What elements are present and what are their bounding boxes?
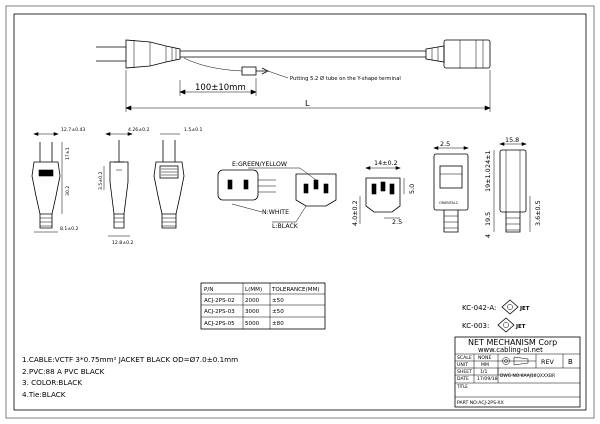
note-pvc: 2.PVC:88 A PVC BLACK xyxy=(22,366,105,376)
plug-dim-cable: 12.8±0.2 xyxy=(112,240,133,246)
cert-1-label: KC-042-A: xyxy=(462,304,496,312)
scale-label: SCALE xyxy=(457,355,472,361)
part-number: PART NO:ACJ-2PS-XX xyxy=(457,400,504,406)
plug-front-mark xyxy=(38,169,54,177)
plug-dim-pin: 1.5±0.1 xyxy=(184,127,203,133)
ground-wire xyxy=(183,57,243,72)
unit-label: UNIT xyxy=(457,362,468,368)
sheet-value: 1/1 xyxy=(480,369,487,375)
conn-dim-side: 2.5 xyxy=(440,140,450,148)
spec-row-3-pn: ACJ-2PS-05 xyxy=(204,321,235,327)
spec-row-3-tolerance: ±80 xyxy=(272,321,284,327)
spec-row-1-length: 2000 xyxy=(245,298,260,304)
conn-dim-relief: 3.6±0.5 xyxy=(534,200,542,226)
plug-dim-width: 12.7±0.43 xyxy=(61,127,85,133)
plug-dim-thickness: 3.5±0.2 xyxy=(98,171,104,190)
wire-neutral-label: N:WHITE xyxy=(262,209,289,216)
wire-line-label: L:BLACK xyxy=(272,223,299,230)
plug-dim-base: 8.1±0.2 xyxy=(60,226,79,232)
conn-dim-spacing: 2.5 xyxy=(392,218,402,226)
company-name: NET MECHANISM Corp xyxy=(468,338,557,347)
cert-1-mark: JET xyxy=(519,306,530,312)
spec-table xyxy=(200,282,326,330)
conn-dim-height: 5.0 xyxy=(408,184,416,194)
plug-dim-prong: 17±1 xyxy=(65,147,71,160)
date-label: DATE xyxy=(457,376,469,382)
y-terminal-tube xyxy=(241,66,257,76)
wiring-connector-face xyxy=(295,173,337,207)
connector-front-view xyxy=(359,166,405,224)
connector-profile-view xyxy=(493,142,531,233)
spec-header-tolerance: TOLERANCE(MM) xyxy=(271,287,320,293)
inner-frame xyxy=(13,13,587,411)
conn-dim-profile-width: 15.8 xyxy=(505,136,519,144)
rev-label: REV xyxy=(541,358,554,366)
outer-frame xyxy=(5,5,595,419)
plug-side-view xyxy=(103,132,133,237)
connector-body-top xyxy=(443,39,491,69)
cert-2-label: KC-003: xyxy=(462,322,489,330)
unit-value: MM xyxy=(481,362,489,368)
connector-side-view xyxy=(433,146,469,233)
spec-row-2-tolerance: ±50 xyxy=(272,309,284,315)
spec-row-2-pn: ACJ-2PS-03 xyxy=(204,309,235,315)
note-tie: 4.Tie:BLACK xyxy=(22,389,66,399)
title-block xyxy=(454,336,581,408)
rev-value: B xyxy=(568,358,573,366)
spec-row-1-tolerance: ±50 xyxy=(272,298,284,304)
notes-list: 1.CABLE:VCTF 3*0.75mm² JACKET BLACK OD=Ø… xyxy=(22,354,238,400)
projection-symbol-icon xyxy=(502,356,529,366)
spec-header-pn: P/N xyxy=(204,287,213,293)
wire-ground-label: E:GREEN/YELLOW xyxy=(232,161,287,168)
cert-2-mark: JET xyxy=(515,324,526,330)
cord-top-view xyxy=(96,39,491,112)
scale-value: NONE xyxy=(478,355,491,361)
tube-note: Putting 5.2 Ø tube on the Y-shape termin… xyxy=(290,75,401,82)
plug-dim-side: 4.26±0.2 xyxy=(128,127,149,133)
conn-dim-pin-offset: 4.0±0.2 xyxy=(351,200,359,226)
cert-1-diamond-icon xyxy=(501,299,519,315)
title-label: TITLE xyxy=(456,384,468,389)
conn-dim-width: 14±0.2 xyxy=(374,159,398,167)
company-website: www.cabling-ol.net xyxy=(478,346,543,354)
conn-dim-overall: 24±1 xyxy=(484,150,492,168)
cert-2-diamond-icon xyxy=(497,317,515,333)
wiring-schematic xyxy=(217,167,337,223)
spec-header-length: L(MM) xyxy=(245,287,262,293)
drawing-number: DWG NO:KAAJ10QXXXBR xyxy=(500,373,555,379)
conn-dim-body: 19±1.0 xyxy=(484,168,492,192)
spec-row-2-length: 3000 xyxy=(245,309,260,315)
spec-row-3-length: 5000 xyxy=(245,321,260,327)
conn-dim-length: 19.5 xyxy=(484,212,492,226)
note-color: 3. COLOR:BLACK xyxy=(22,378,83,387)
length-dimension: L xyxy=(305,99,310,108)
conn-brand-mark: ORIENTALC xyxy=(439,201,459,205)
wiring-socket-face xyxy=(217,169,259,201)
strip-dimension: 100±10mm xyxy=(195,83,246,93)
plug-back-view xyxy=(153,133,185,229)
note-cable: 1.CABLE:VCTF 3*0.75mm² JACKET BLACK OD=Ø… xyxy=(22,355,239,364)
date-value: 17/09/18 xyxy=(477,376,498,382)
sheet-label: SHEET xyxy=(457,369,472,375)
plug-dim-height: 30.2 xyxy=(65,186,71,196)
plug-front-view xyxy=(31,132,63,233)
conn-dim-tip: 4 xyxy=(484,234,492,238)
spec-row-1-pn: ACJ-2PS-02 xyxy=(204,298,235,304)
